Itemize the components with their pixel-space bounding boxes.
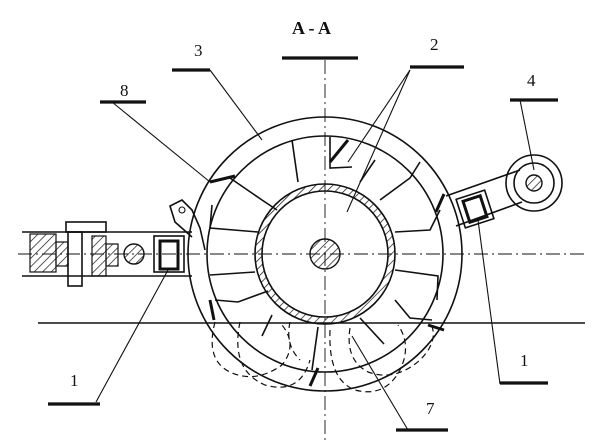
left-linkage	[22, 221, 192, 287]
dashed-blade-paths	[211, 321, 434, 393]
left-bracket	[169, 199, 206, 251]
label-shelves	[48, 56, 558, 432]
shaft	[309, 238, 341, 270]
right-linkage	[445, 154, 563, 229]
label-1-left: 1	[70, 371, 79, 390]
blade-tips	[208, 139, 446, 387]
drum-outer-rim	[187, 116, 463, 392]
label-7: 7	[426, 399, 435, 418]
label-3: 3	[194, 41, 203, 60]
leader-lines	[95, 69, 535, 431]
drum-inner-rim	[206, 135, 444, 373]
section-title: A - A	[292, 18, 331, 38]
bracket-pin	[178, 206, 186, 214]
label-1-right: 1	[520, 351, 529, 370]
label-2: 2	[430, 35, 439, 54]
label-8: 8	[120, 81, 129, 100]
label-4: 4	[527, 71, 536, 90]
